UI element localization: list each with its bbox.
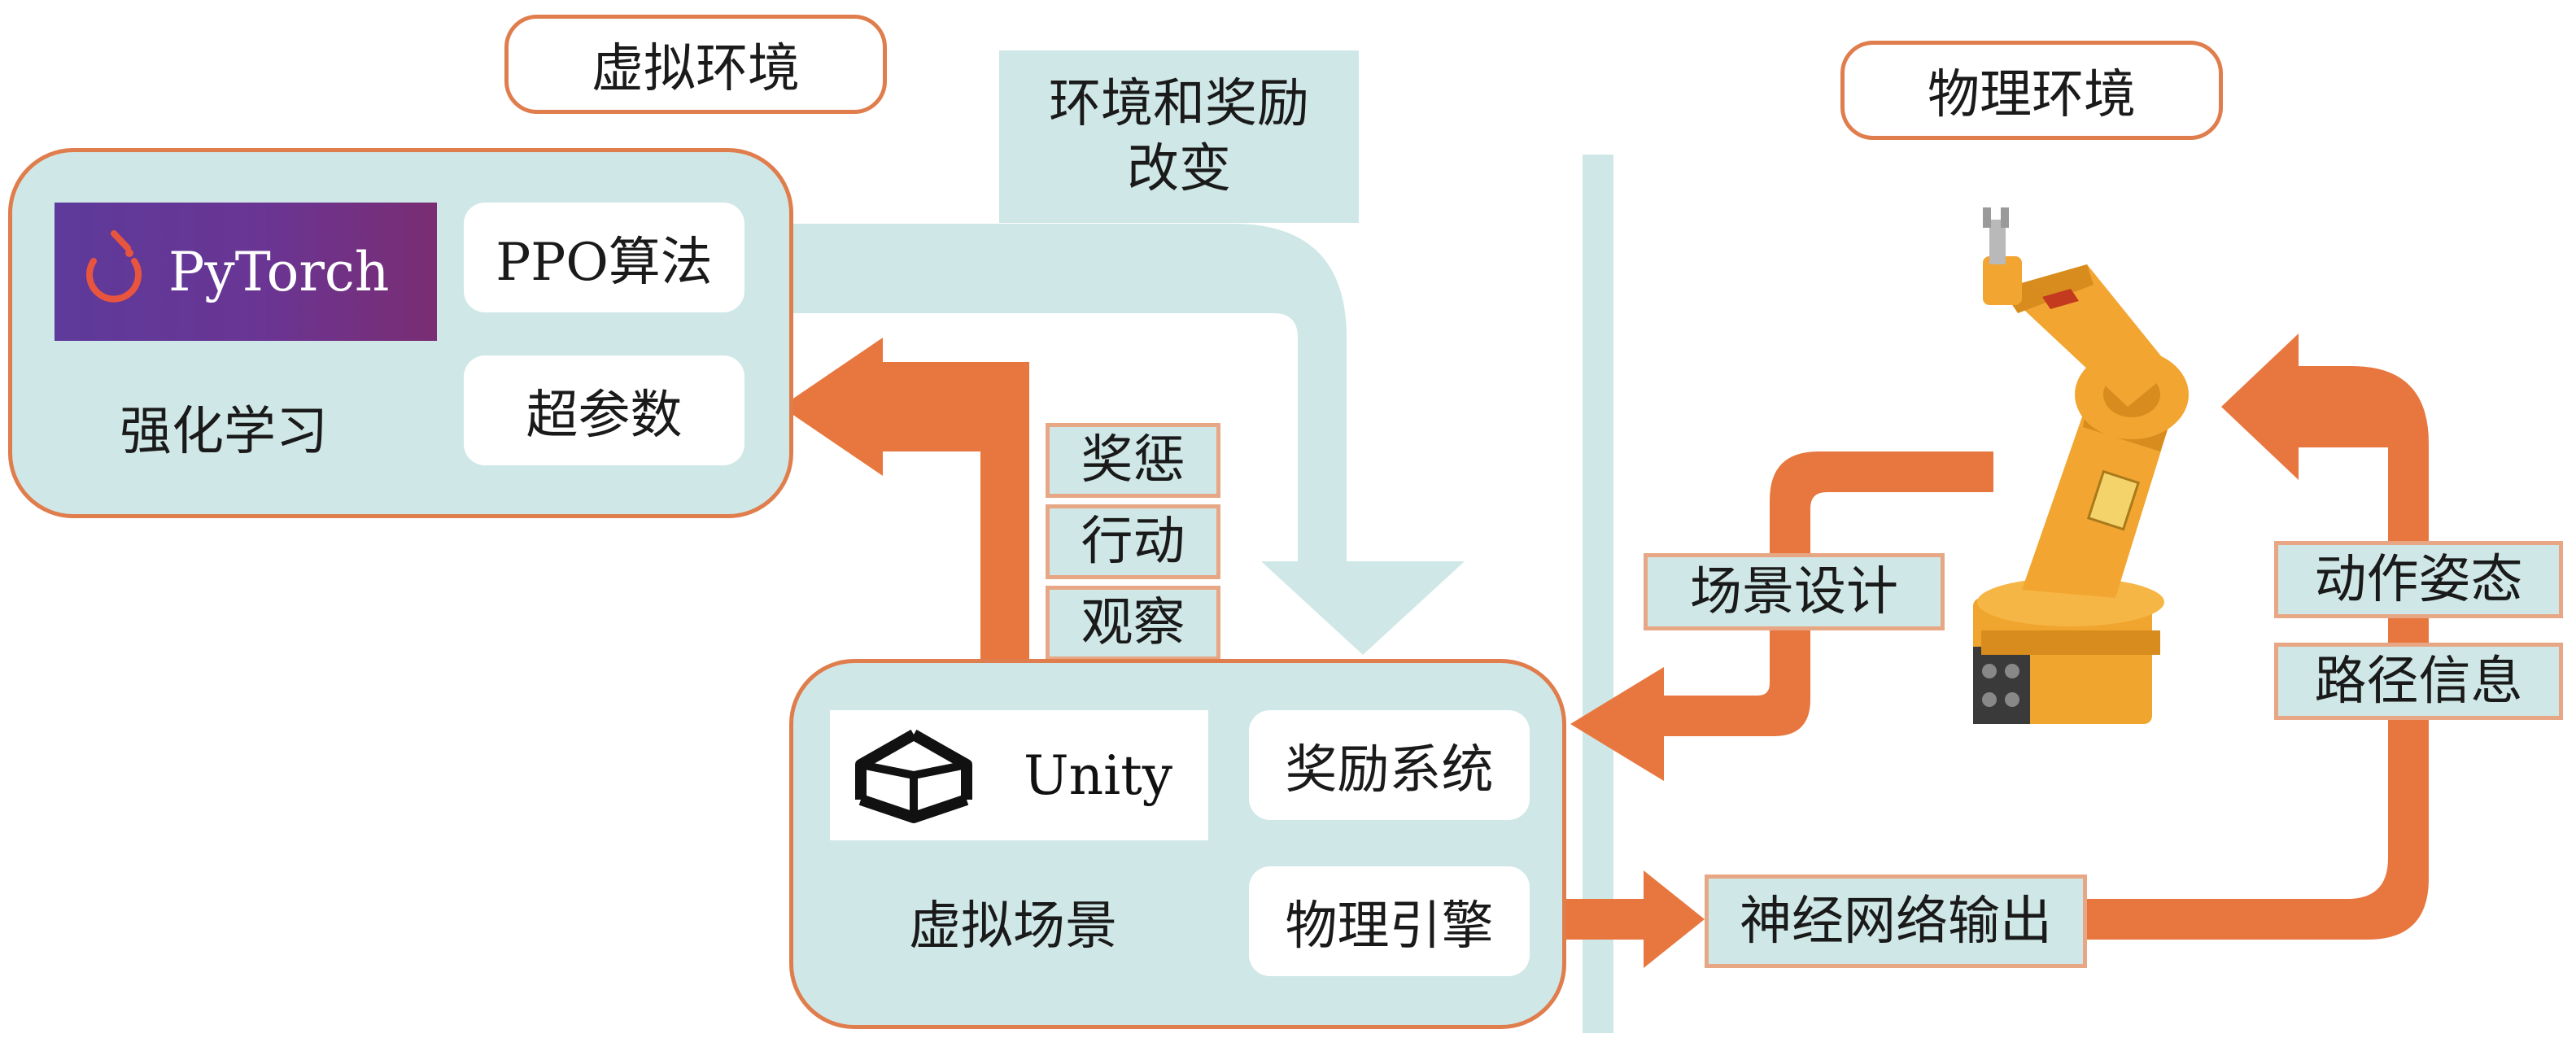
- pytorch-logo-text: PyTorch: [168, 240, 390, 303]
- physical-env-header: 物理环境: [1840, 41, 2223, 140]
- env-reward-change-text: 环境和奖励改变: [1049, 74, 1309, 199]
- observation-tag: 观察: [1046, 586, 1220, 661]
- pytorch-logo: PyTorch: [55, 203, 437, 341]
- nn-output-loop-arrow: [2083, 334, 2429, 940]
- physics-engine-box: 物理引擎: [1249, 866, 1530, 976]
- unity-logo: Unity: [830, 710, 1208, 840]
- reward-system-box: 奖励系统: [1249, 710, 1530, 820]
- rl-label-text: 强化学习: [120, 402, 328, 463]
- env-divider: [1583, 155, 1613, 1033]
- env-reward-change-tag: 环境和奖励改变: [999, 50, 1359, 223]
- unity-cube-icon: [855, 729, 972, 823]
- observation-text: 观察: [1081, 593, 1185, 653]
- physics-engine-text: 物理引擎: [1285, 896, 1494, 957]
- motion-pose-tag: 动作姿态: [2274, 541, 2563, 618]
- rl-box: PyTorch PPO算法 超参数 强化学习: [8, 148, 793, 518]
- ppo-algorithm-box: PPO算法: [464, 203, 744, 312]
- scene-design-text: 场景设计: [1690, 561, 1898, 622]
- unity-logo-text: Unity: [1024, 744, 1173, 807]
- action-text: 行动: [1081, 512, 1185, 572]
- scene-design-tag: 场景设计: [1644, 553, 1945, 630]
- hyperparams-text: 超参数: [526, 385, 683, 446]
- virtual-scene-box: Unity 奖励系统 物理引擎 虚拟场景: [789, 659, 1566, 1029]
- virtual-env-header-text: 虚拟环境: [592, 39, 800, 99]
- virtual-scene-label-text: 虚拟场景: [909, 896, 1117, 957]
- virtual-scene-label: 虚拟场景: [883, 883, 1143, 972]
- nn-output-text: 神经网络输出: [1740, 891, 2052, 952]
- industrial-robot-arm-icon: [1973, 207, 2189, 724]
- reward-penalty-tag: 奖惩: [1046, 423, 1220, 498]
- path-info-text: 路径信息: [2314, 651, 2523, 712]
- hyperparams-box: 超参数: [464, 355, 744, 465]
- action-tag: 行动: [1046, 504, 1220, 579]
- physics-to-nn-arrow: [1554, 870, 1705, 968]
- path-info-tag: 路径信息: [2274, 643, 2563, 720]
- nn-output-tag: 神经网络输出: [1705, 874, 2087, 968]
- teal-env-change-arrow: [777, 224, 1465, 655]
- pytorch-flame-icon: [86, 230, 142, 303]
- rl-label: 强化学习: [94, 388, 354, 478]
- motion-pose-text: 动作姿态: [2314, 549, 2523, 610]
- physical-env-header-text: 物理环境: [1928, 65, 2136, 125]
- reward-penalty-text: 奖惩: [1081, 430, 1185, 491]
- ppo-algorithm-text: PPO算法: [496, 232, 713, 293]
- reward-system-text: 奖励系统: [1285, 739, 1494, 800]
- orange-feedback-arrow: [781, 338, 1029, 667]
- virtual-env-header: 虚拟环境: [504, 15, 887, 114]
